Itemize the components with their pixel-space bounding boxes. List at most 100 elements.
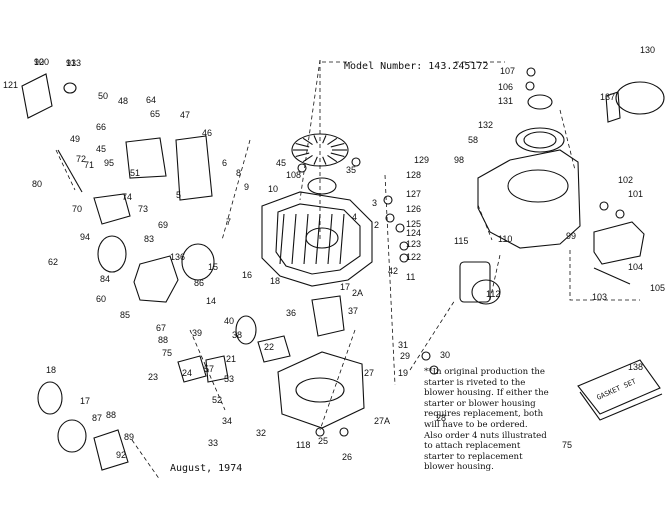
callout-number: 50: [98, 91, 108, 101]
screw: [63, 82, 77, 94]
connecting-rod: [257, 335, 291, 363]
cooling-fin: [327, 213, 333, 265]
callout-number: 58: [468, 135, 478, 145]
callout-number: 102: [618, 175, 633, 185]
callout-number: 48: [118, 96, 128, 106]
callout-number: 130: [640, 45, 655, 55]
callout-number: 124: [406, 228, 421, 238]
callout-number: 40: [224, 316, 234, 326]
callout-number: 49: [70, 134, 80, 144]
washer: [395, 223, 405, 233]
callout-number: 4: [352, 212, 357, 222]
callout-number: 42: [388, 266, 398, 276]
starter-handle: [605, 91, 621, 123]
gasket-set-number: 138: [628, 362, 643, 372]
callout-number: 133: [66, 58, 81, 68]
callout-number: 118: [296, 440, 310, 450]
cooling-fin: [315, 213, 321, 265]
callout-number: 84: [100, 274, 110, 284]
cooling-fin: [291, 213, 297, 265]
callout-number: 31: [398, 340, 408, 350]
callout-number: 16: [242, 270, 252, 280]
model-number: Model Number: 143.245172: [344, 61, 489, 72]
callout-number: 94: [80, 232, 90, 242]
gear: [37, 381, 63, 415]
callout-number: 101: [628, 189, 643, 199]
flywheel-vane: [313, 135, 318, 144]
callout-number: 45: [96, 144, 106, 154]
callout-number: 136: [170, 252, 185, 262]
callout-number: 137: [600, 92, 615, 102]
callout-number: 27A: [374, 416, 390, 426]
air-cleaner: [21, 73, 53, 119]
intake-cover: [125, 137, 167, 179]
callout-number: 29: [400, 351, 410, 361]
flywheel-hub: [307, 177, 337, 195]
callout-number: 18: [270, 276, 280, 286]
gasket-set-label: GASKET SET: [596, 377, 638, 402]
callout-number: 91: [66, 58, 76, 68]
callout-number: 17: [340, 282, 350, 292]
callout-number: 121: [3, 80, 18, 90]
intake-elbow: [181, 243, 215, 281]
starter-ring-inner: [523, 131, 557, 149]
flywheel: [291, 133, 349, 167]
note-line: starter or blower housing: [424, 398, 536, 409]
guide-line: [131, 439, 161, 481]
gasket-plate: [175, 135, 213, 201]
washer: [383, 195, 393, 205]
callout-number: 57: [204, 364, 214, 374]
callout-number: 30: [440, 350, 450, 360]
cylinder-head: [275, 203, 361, 275]
washer: [315, 427, 325, 437]
callout-number: 99: [566, 231, 576, 241]
washer: [429, 365, 439, 375]
callout-number: 89: [124, 432, 134, 442]
callout-number: 9: [244, 182, 249, 192]
callout-number: 38: [232, 330, 242, 340]
date-label: August, 1974: [170, 463, 242, 474]
pulley: [57, 419, 87, 453]
flywheel-vane: [327, 155, 338, 163]
flywheel-vane: [322, 135, 327, 144]
callout-number: 75: [162, 348, 172, 358]
callout-number: 18: [46, 365, 56, 375]
callout-number: 67: [156, 323, 166, 333]
flywheel-vane: [295, 142, 310, 148]
production-note: **In original production the starter is …: [424, 367, 549, 473]
crankcase-cover: [277, 351, 365, 429]
base-opening: [295, 377, 345, 403]
callout-number: 11: [406, 272, 415, 282]
callout-number: 37: [348, 306, 358, 316]
guide-line: [477, 204, 493, 241]
note-line: Also order 4 nuts illustrated: [424, 430, 547, 441]
washer: [351, 157, 361, 167]
washer: [399, 241, 409, 251]
callout-number: 88: [106, 410, 116, 420]
callout-number: 19: [398, 368, 408, 378]
blower-housing: [477, 149, 581, 249]
cooling-fin: [339, 213, 345, 265]
carburetor: [133, 255, 179, 303]
callout-number: 104: [628, 262, 643, 272]
callout-number: 70: [72, 204, 82, 214]
note-line: blower housing. If either the: [424, 388, 549, 399]
callout-number: 46: [202, 128, 212, 138]
callout-number: 24: [182, 368, 192, 378]
callout-number: 5: [176, 190, 181, 200]
note-line: requires replacement, both: [424, 409, 544, 420]
callout-number: 132: [478, 120, 493, 130]
flywheel-vane: [330, 142, 345, 148]
callout-number: 2: [374, 220, 379, 230]
guide-line: [559, 109, 576, 171]
air-horn: [97, 235, 127, 273]
starter-ring: [515, 127, 565, 153]
callout-number: 23: [148, 372, 158, 382]
washer: [339, 427, 349, 437]
callout-number: 6: [222, 158, 227, 168]
callout-number: 120: [34, 57, 49, 67]
cylinder-bore: [305, 227, 339, 249]
guide-line: [489, 254, 501, 301]
callout-number: 60: [96, 294, 106, 304]
